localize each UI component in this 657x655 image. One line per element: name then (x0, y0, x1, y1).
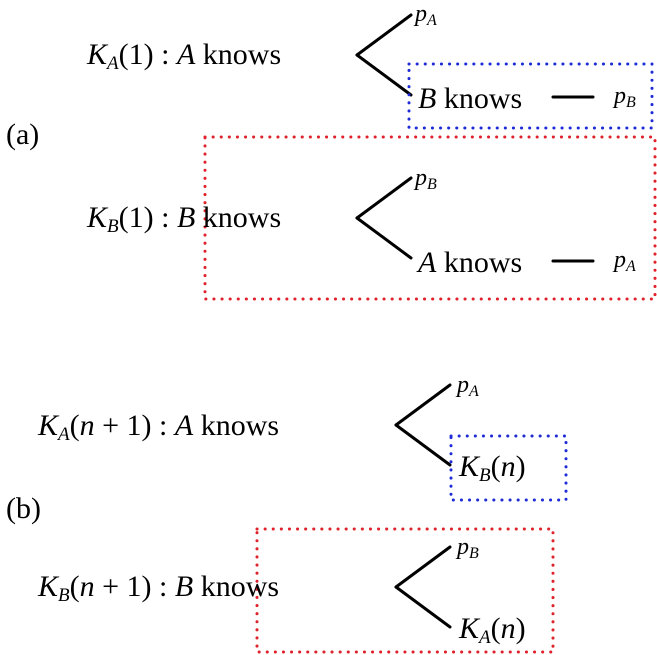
tree-a-top-root: KA(1) : A knows (87, 38, 282, 74)
tree-a-bottom-root: KB(1) : B knows (87, 201, 282, 237)
knowledge-operator-symbol: KB (87, 201, 119, 237)
knowledge-operator-symbol: KB (38, 570, 70, 606)
tree-b-top-root: KA(n + 1) : A knows (38, 409, 280, 445)
tree-a-bottom-leaf-upper: pB (415, 165, 437, 193)
knowledge-operator-symbol: KA (87, 38, 119, 74)
tree-b-top-upper-branch (394, 383, 452, 427)
tree-b-top-lower-branch (394, 423, 452, 467)
red-dotted-box-a (203, 135, 657, 301)
tree-b-top-branches (394, 383, 452, 467)
tree-a-bottom-leaf-lower: A knows (418, 246, 523, 279)
tree-a-top-upper-branch (355, 13, 413, 57)
blue-dotted-box-b (449, 434, 568, 502)
tree-a-top-lower-branch (355, 53, 413, 97)
blue-dotted-box-a (407, 62, 654, 130)
tree-b-top-leaf-lower: KB(n) (459, 450, 526, 486)
tree-a-top-leaf-lower-p: pB (614, 83, 636, 111)
tree-a-bottom-lower-branch (355, 216, 413, 260)
tree-b-bottom-root: KB(n + 1) : B knows (38, 570, 280, 606)
part-label-a: (a) (6, 118, 40, 151)
tree-b-top-leaf-upper: pA (457, 372, 479, 400)
tree-b-bottom-upper-branch (394, 545, 452, 589)
tree-a-top-leaf-upper: pA (415, 1, 437, 29)
tree-b-bottom-leaf-lower: KA(n) (459, 612, 526, 648)
tree-a-top-branches (355, 13, 595, 99)
tree-a-bottom-leaf-lower-p: pA (614, 247, 636, 275)
tree-b-bottom-lower-branch (394, 585, 452, 629)
knowledge-operator-symbol: KA (38, 409, 70, 445)
tree-b-bottom-leaf-upper: pB (457, 534, 479, 562)
tree-a-top-leaf-lower: B knows (418, 82, 523, 115)
red-dotted-box-b (255, 527, 555, 654)
tree-a-bottom-upper-branch (355, 176, 413, 220)
part-label-b: (b) (6, 492, 41, 525)
tree-b-bottom-branches (394, 545, 452, 629)
tree-a-bottom-branches (355, 176, 595, 263)
